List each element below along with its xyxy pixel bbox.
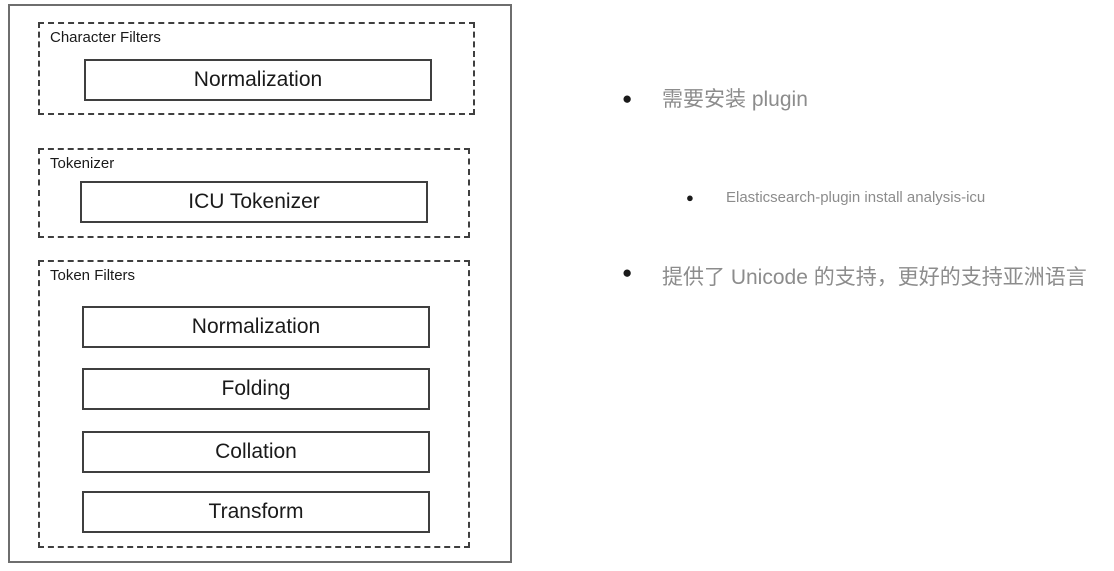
bullet-icon: ●: [686, 190, 694, 205]
item-box-icu-tokenizer[interactable]: ICU Tokenizer: [80, 181, 428, 223]
item-box-transform[interactable]: Transform: [82, 491, 430, 533]
item-label: ICU Tokenizer: [188, 190, 320, 213]
list-item: ● Elasticsearch-plugin install analysis-…: [686, 187, 985, 209]
group-character-filters: Character Filters Normalization: [38, 22, 475, 115]
group-label-tokenizer: Tokenizer: [50, 155, 115, 172]
item-box-normalization-char[interactable]: Normalization: [84, 59, 432, 101]
analysis-pipeline-diagram: Character Filters Normalization Tokenize…: [8, 4, 512, 563]
item-label: Normalization: [191, 315, 321, 338]
group-label-token-filters: Token Filters: [50, 267, 136, 284]
item-label: Normalization: [193, 68, 323, 91]
item-box-normalization-token[interactable]: Normalization: [82, 306, 430, 348]
bullet-icon: ●: [622, 263, 633, 282]
bullet-icon: ●: [622, 89, 633, 108]
item-label: Folding: [221, 377, 291, 400]
note-text: Elasticsearch-plugin install analysis-ic…: [726, 189, 986, 206]
group-label-character-filters: Character Filters: [50, 29, 161, 46]
note-text: 提供了 Unicode 的支持，更好的支持亚洲语言: [662, 266, 1087, 289]
item-label: Collation: [215, 440, 297, 463]
list-item: ● 需要安装 plugin: [622, 84, 808, 116]
notes-panel: ● 需要安装 plugin ● Elasticsearch-plugin ins…: [600, 0, 1114, 571]
item-box-folding[interactable]: Folding: [82, 368, 430, 410]
list-item: ● 提供了 Unicode 的支持，更好的支持亚洲语言: [622, 258, 1112, 298]
item-box-collation[interactable]: Collation: [82, 431, 430, 473]
note-text: 需要安装 plugin: [662, 88, 808, 111]
group-token-filters: Token Filters Normalization Folding Coll…: [38, 260, 470, 548]
group-tokenizer: Tokenizer ICU Tokenizer: [38, 148, 470, 238]
item-label: Transform: [208, 500, 304, 523]
